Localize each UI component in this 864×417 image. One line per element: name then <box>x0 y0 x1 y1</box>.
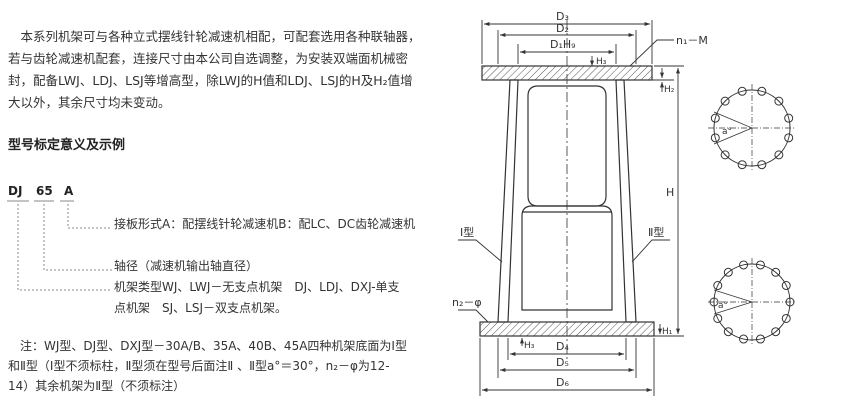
bolt-hole <box>739 334 749 344</box>
label-h: H <box>666 186 674 199</box>
note-line-2: 和Ⅱ型（Ⅰ型不须标柱，Ⅱ型须在型号后面注Ⅱ 、Ⅱ型a°＝30°，n₂－φ为12- <box>8 359 390 373</box>
label-d3: D₃ <box>556 10 569 23</box>
model-code-flange: A <box>64 184 74 198</box>
bolt-hole <box>785 297 795 307</box>
label-d6: D₆ <box>556 376 569 389</box>
type-explanation-line2: 点机架 SJ、LSJ－双支点机架。 <box>114 301 287 315</box>
label-angle-top: a° <box>722 127 732 137</box>
bolt-hole <box>774 96 784 106</box>
label-n1m: n₁－M <box>676 34 708 47</box>
label-h3-bottom: H₃ <box>524 341 535 351</box>
bolt-circle-bottom <box>708 258 796 346</box>
model-code-type: DJ <box>8 184 23 198</box>
type-explanation-line1: 机架类型WJ、LWJ－无支点机架 DJ、LDJ、DXJ-单支 <box>114 280 400 294</box>
bolt-hole <box>710 113 720 123</box>
intro-line-2: 若与齿轮减速机配套，连接尺寸由本公司自选调整，为安装双端面机械密 <box>8 51 409 66</box>
bolt-hole <box>784 133 794 143</box>
frame-body <box>479 20 655 360</box>
bolt-hole <box>774 150 784 160</box>
bolt-hole <box>757 86 767 96</box>
model-code-guides <box>7 200 112 291</box>
bolt-hole <box>781 281 791 291</box>
label-n2phi: n₂－φ <box>452 296 482 309</box>
bolt-hole <box>713 281 723 291</box>
notes-block: 注：WJ型、DJ型、DXJ型－30A/B、35A、40B、45A四种机架底面为Ⅰ… <box>8 336 448 396</box>
drawing-labels: D₃ D₂ D₁H₉ n₁－M H₃ H₂ H H₁ H₃ Ⅰ型 Ⅱ型 n₂－φ… <box>452 10 708 389</box>
frame-technical-drawing: D₃ D₂ D₁H₉ n₁－M H₃ H₂ H H₁ H₃ Ⅰ型 Ⅱ型 n₂－φ… <box>452 10 796 396</box>
bolt-hole <box>720 96 730 106</box>
flange-explanation: 接板形式A：配摆线针轮减速机B：配LC、DC齿轮减速机 <box>114 217 416 231</box>
label-d4: D₄ <box>556 340 569 353</box>
intro-line-3: 封，配备LWJ、LDJ、LSJ等增高型，除LWJ的H值和LDJ、LSJ的H及H₂… <box>8 73 413 88</box>
bolt-hole <box>771 267 781 277</box>
label-h2: H₂ <box>664 85 675 95</box>
bolt-hole <box>709 297 719 307</box>
bolt-hole <box>755 334 765 344</box>
label-type1: Ⅰ型 <box>460 225 474 239</box>
label-type2: Ⅱ型 <box>648 225 664 239</box>
note-line-1: 注：WJ型、DJ型、DXJ型－30A/B、35A、40B、45A四种机架底面为Ⅰ… <box>20 339 407 353</box>
label-angle-bottom: a° <box>718 301 728 311</box>
label-h3: H₃ <box>596 57 607 67</box>
shaft-explanation: 轴径（减速机输出轴直径） <box>114 259 259 273</box>
label-d5: D₅ <box>556 356 569 369</box>
bolt-hole <box>757 160 767 170</box>
bolt-hole <box>781 313 791 323</box>
bolt-hole <box>771 327 781 337</box>
note-line-3: 14）其余机架为Ⅱ型（不须标注） <box>8 379 186 393</box>
bolt-hole <box>710 133 720 143</box>
model-code-shaft: 65 <box>36 184 53 198</box>
bolt-hole <box>784 113 794 123</box>
label-d2: D₂ <box>556 22 569 35</box>
bolt-hole <box>739 260 749 270</box>
label-h1: H₁ <box>662 327 673 337</box>
bolt-hole <box>723 327 733 337</box>
bolt-hole <box>737 86 747 96</box>
bolt-hole <box>713 313 723 323</box>
dimension-lines <box>458 20 684 396</box>
intro-paragraph: 本系列机架可与各种立式摆线针轮减速机相配，可配套选用各种联轴器， 若与齿轮减速机… <box>8 26 450 114</box>
intro-line-4: 大以外，其余尺寸均未变动。 <box>8 95 171 110</box>
description-panel: 本系列机架可与各种立式摆线针轮减速机相配，可配套选用各种联轴器， 若与齿轮减速机… <box>7 26 450 396</box>
bolt-hole <box>720 150 730 160</box>
label-d1h9: D₁H₉ <box>550 38 576 51</box>
bolt-circle-top <box>708 84 796 172</box>
intro-line-1: 本系列机架可与各种立式摆线针轮减速机相配，可配套选用各种联轴器， <box>20 29 421 44</box>
section-title: 型号标定意义及示例 <box>8 138 126 153</box>
bolt-hole <box>723 267 733 277</box>
bolt-hole <box>755 260 765 270</box>
bolt-hole <box>737 160 747 170</box>
